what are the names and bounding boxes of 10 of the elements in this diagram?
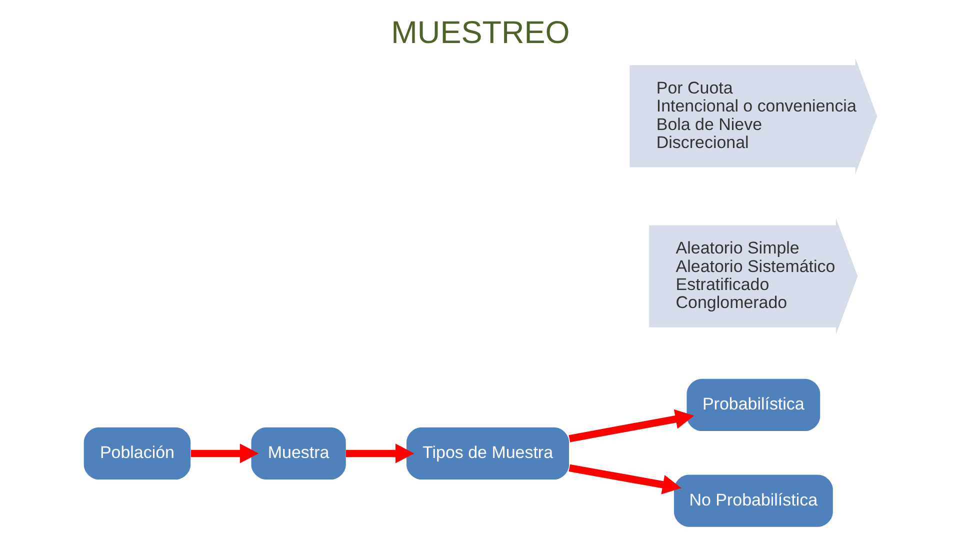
diagram-title: MUESTREO (390, 14, 570, 50)
arrow (568, 409, 694, 442)
node-box: Probabilística (686, 378, 820, 432)
node-box: Tipos de Muestra (406, 427, 569, 480)
arrow (190, 444, 258, 464)
arrow (568, 464, 681, 494)
arrow (345, 444, 414, 464)
node-box: Población (83, 427, 190, 480)
node-box: Muestra (250, 427, 346, 480)
node-box: No Probabilística (673, 474, 832, 527)
